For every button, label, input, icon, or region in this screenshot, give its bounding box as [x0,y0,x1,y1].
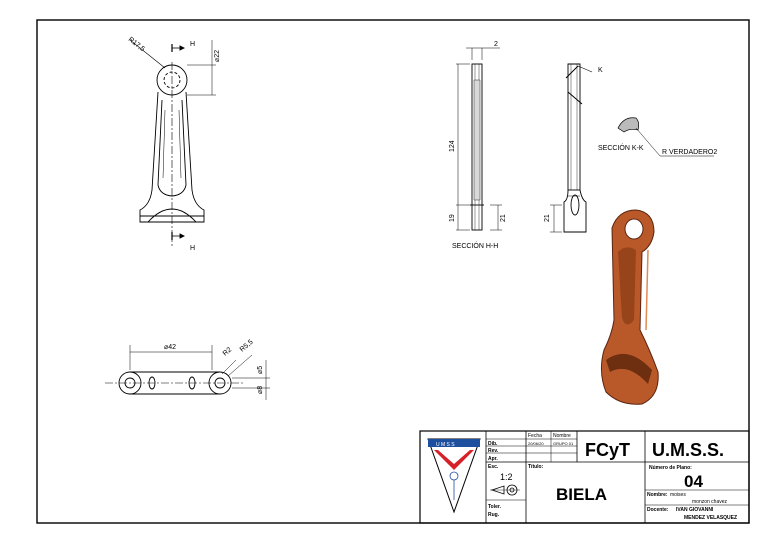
docente-line-2: MENDEZ VELASQUEZ [684,515,737,521]
section-kk-caption: SECCIÓN K-K [598,143,644,152]
section-kk-view [617,117,714,157]
r2-dimension: R2 [222,346,233,357]
row-rev: Rev. [488,448,499,454]
docente-line-1: IVAN GIOVANNI [676,507,714,513]
section-hh-bottom-left: 19 [449,214,456,222]
col-fecha: Fecha [528,433,542,439]
plan-number-label: Número de Plano: [649,465,692,471]
section-hh-view [456,47,502,231]
top-view [129,39,216,246]
diameter-8-dimension: ⌀8 [257,386,264,394]
side-section-mark: K [598,67,603,74]
row-esc: Esc. [488,464,499,470]
top-section-mark-upper: H [190,41,195,48]
university-name: U.M.S.S. [652,440,724,460]
side-view [550,63,593,233]
umss-logo [427,438,481,514]
dib-nombre: GRUPO 01 [553,441,574,446]
nombre-line-2: monzon chavez [692,499,728,505]
diameter-42-dimension: ⌀42 [164,344,176,351]
section-hh-thickness: 2 [494,41,498,48]
row-toler: Toler. [488,504,502,510]
radius-dimension: R17,5 [127,36,146,53]
titulo-label: Título: [528,464,544,470]
faculty-name: FCyT [585,440,630,460]
projection-symbol-icon [490,484,520,496]
row-dib: Dib. [488,441,498,447]
row-rug: Rug. [488,512,500,518]
section-hh-bottom-right: 21 [500,214,507,222]
diameter-22-dimension: ⌀22 [214,50,221,62]
row-apr: Apr. [488,456,498,462]
diameter-5-dimension: ⌀5 [257,366,264,374]
plan-number: 04 [684,472,703,491]
drawing-title: BIELA [556,485,607,504]
nombre-label: Nombre: [647,492,668,498]
scale-value: 1:2 [500,472,513,482]
title-block [419,430,750,524]
docente-label: Docente: [647,507,669,513]
top-section-mark-lower: H [190,245,195,252]
front-bottom-view [105,345,270,400]
r55-dimension: R5,5 [239,339,255,354]
col-nombre: Nombre [553,433,571,439]
nombre-line-1: moises [670,492,686,498]
section-kk-note: R VERDADERO2 [662,149,717,156]
sheet-border [36,19,750,524]
isometric-render [600,209,659,405]
logo-text: U M S S [436,442,455,448]
side-bottom-dimension: 21 [544,214,551,222]
section-hh-caption: SECCIÓN H-H [452,241,498,250]
section-hh-length: 124 [449,140,456,152]
dib-fecha: 20/06/20 [528,441,544,446]
